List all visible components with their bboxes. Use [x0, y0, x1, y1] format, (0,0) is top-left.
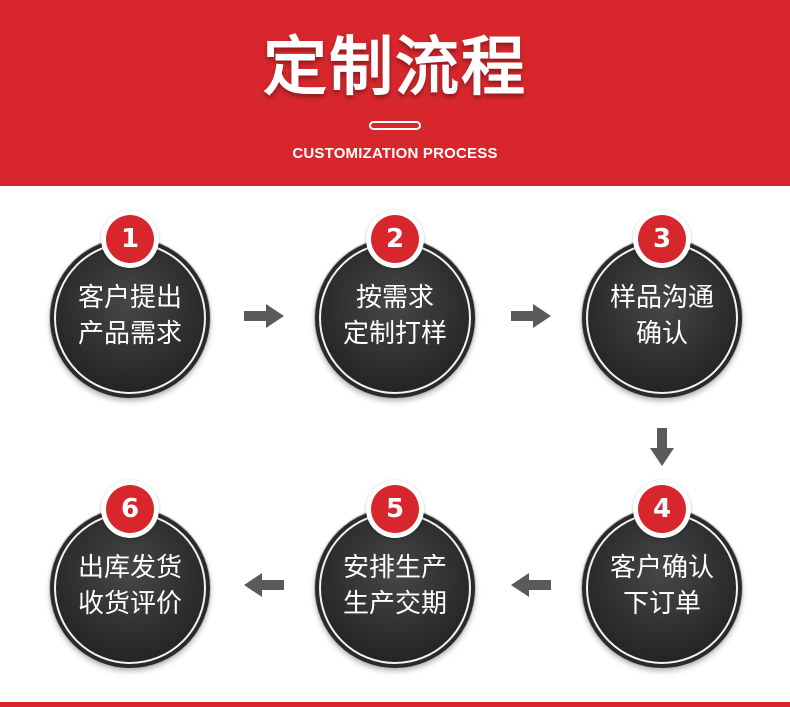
step-line-1: 按需求 [355, 283, 434, 313]
step-line-1: 客户确认 [609, 553, 714, 583]
arrow-down-icon [650, 428, 674, 466]
step-circle [582, 238, 742, 398]
step-line-2: 下订单 [622, 589, 701, 619]
step-line-2: 确认 [635, 319, 688, 349]
step-line-2: 产品需求 [77, 319, 182, 349]
arrow-right-icon [244, 304, 284, 328]
page-title: 定制流程 [263, 31, 527, 105]
step-line-1: 安排生产 [342, 553, 447, 583]
step-label: 安排生产 生产交期 [315, 550, 475, 622]
step-line-1: 客户提出 [77, 283, 182, 313]
step-number: 1 [106, 215, 154, 263]
arrow-right-icon [511, 304, 551, 328]
step-number: 6 [106, 485, 154, 533]
step-line-2: 生产交期 [342, 589, 447, 619]
step-label: 出库发货 收货评价 [50, 550, 210, 622]
step-number-badge: 2 [366, 210, 424, 268]
step-number-badge: 6 [101, 480, 159, 538]
step-number: 4 [638, 485, 686, 533]
step-line-1: 样品沟通 [609, 283, 714, 313]
step-label: 客户确认 下订单 [582, 550, 742, 622]
step-line-2: 收货评价 [77, 589, 182, 619]
step-label: 样品沟通 确认 [582, 280, 742, 352]
title-divider [369, 121, 421, 130]
arrow-left-icon [511, 573, 551, 597]
header-banner: 定制流程 CUSTOMIZATION PROCESS [0, 0, 790, 186]
step-line-2: 定制打样 [342, 319, 447, 349]
step-number: 5 [371, 485, 419, 533]
arrow-left-icon [244, 573, 284, 597]
step-number: 3 [638, 215, 686, 263]
step-1: 客户提出 产品需求 1 [50, 210, 210, 398]
step-number-badge: 1 [101, 210, 159, 268]
step-number-badge: 4 [633, 480, 691, 538]
step-number-badge: 3 [633, 210, 691, 268]
step-number: 2 [371, 215, 419, 263]
step-2: 按需求 定制打样 2 [315, 210, 475, 398]
step-5: 安排生产 生产交期 5 [315, 480, 475, 668]
step-6: 出库发货 收货评价 6 [50, 480, 210, 668]
page-subtitle: CUSTOMIZATION PROCESS [292, 145, 498, 162]
step-4: 客户确认 下订单 4 [582, 480, 742, 668]
step-number-badge: 5 [366, 480, 424, 538]
step-label: 客户提出 产品需求 [50, 280, 210, 352]
step-3: 样品沟通 确认 3 [582, 210, 742, 398]
step-line-1: 出库发货 [77, 553, 182, 583]
bottom-accent-line [0, 702, 790, 707]
step-label: 按需求 定制打样 [315, 280, 475, 352]
